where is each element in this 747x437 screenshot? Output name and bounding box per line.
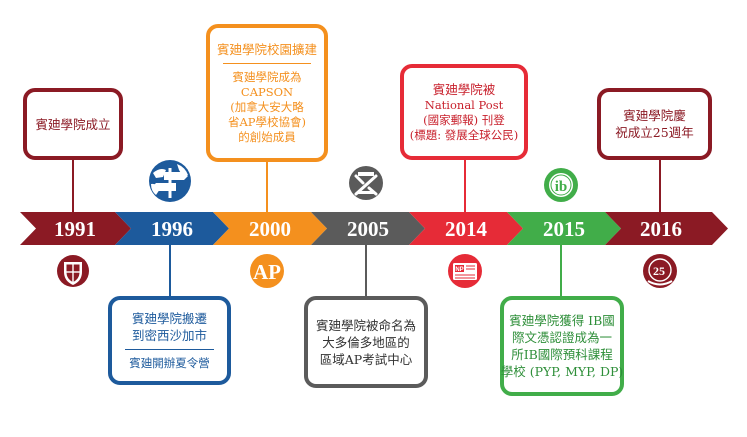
event-1996-box: 賓廸學院搬遷 到密西沙加市 賓廸開辦夏令營 <box>108 296 231 385</box>
svg-text:NP: NP <box>455 267 463 273</box>
event-2000-sub-line4: 省AP學校協會) <box>227 115 307 129</box>
segment-2016 <box>605 212 728 245</box>
event-2015-line4: 學校 (PYP, MYP, DP) <box>500 364 624 379</box>
segment-1996 <box>115 212 229 245</box>
event-1996-title-line1: 賓廸學院搬遷 <box>131 311 207 326</box>
segment-2015 <box>507 212 621 245</box>
event-2000-divider <box>223 63 311 64</box>
event-2016-line1: 賓廸學院慶 <box>623 108 686 123</box>
event-2000-title: 賓廸學院校園擴建 <box>216 42 317 57</box>
year-1991: 1991 <box>54 217 96 241</box>
year-labels: 1991 1996 2000 2005 2014 2015 2016 <box>54 217 682 241</box>
event-2000-sub-line5: 的創始成員 <box>238 130 296 144</box>
ap-logo-icon: AP <box>250 254 284 288</box>
event-2015-line3: 所IB國際預科課程 <box>511 347 613 362</box>
event-2000-sub-line1: 賓廸學院成為 <box>232 70 302 84</box>
event-1991-title: 賓廸學院成立 <box>35 116 111 132</box>
svg-text:ib: ib <box>555 179 568 195</box>
event-2014-line4: (標題: 發展全球公民) <box>409 128 519 142</box>
event-2000-sub-line2: CAPSON <box>240 85 294 99</box>
connectors <box>72 159 661 296</box>
svg-text:AP: AP <box>253 260 281 284</box>
event-2015-box: 賓廸學院獲得 IB國 際文憑認證成為一 所IB國際預科課程 學校 (PYP, M… <box>500 296 624 396</box>
year-2005: 2005 <box>347 217 389 241</box>
ap-exam-center-icon <box>349 166 383 200</box>
event-2014-line2: National Post <box>424 98 504 112</box>
event-2015-line1: 賓廸學院獲得 IB國 <box>509 313 615 328</box>
event-2016-box: 賓廸學院慶 祝成立25週年 <box>597 88 712 160</box>
year-2015: 2015 <box>543 217 585 241</box>
year-2016: 2016 <box>640 217 682 241</box>
year-2000: 2000 <box>249 217 291 241</box>
year-1996: 1996 <box>151 217 193 241</box>
event-1996-title-line2: 到密西沙加市 <box>131 328 207 343</box>
event-2005-box: 賓廸學院被命名為 大多倫多地區的 區域AP考試中心 <box>304 296 428 388</box>
event-1991-box: 賓廸學院成立 <box>23 88 123 160</box>
segment-2005 <box>311 212 425 245</box>
school-crest-icon <box>57 255 89 287</box>
segment-1991 <box>20 212 131 245</box>
year-2014: 2014 <box>445 217 488 241</box>
globe-signpost-icon <box>149 160 191 202</box>
event-2015-line2: 際文憑認證成為一 <box>511 330 612 345</box>
timeline-bar <box>20 212 728 245</box>
np-newspaper-icon: NP <box>448 254 482 288</box>
segment-2014 <box>409 212 523 245</box>
event-2014-box: 賓廸學院被 National Post (國家郵報) 刊登 (標題: 發展全球公… <box>400 64 528 160</box>
event-1996-subtitle: 賓廸開辦夏令營 <box>129 356 210 370</box>
event-2005-line2: 大多倫多地區的 <box>322 334 410 350</box>
event-2005-line3: 區域AP考試中心 <box>319 351 413 367</box>
event-2005-line1: 賓廸學院被命名為 <box>315 317 416 333</box>
event-2014-line1: 賓廸學院被 <box>432 82 496 97</box>
25th-anniversary-icon: 25 <box>643 254 677 288</box>
ib-logo-icon: ib <box>544 168 578 202</box>
event-2016-line2: 祝成立25週年 <box>615 125 694 140</box>
segment-2000 <box>213 212 327 245</box>
event-2000-box: 賓廸學院校園擴建 賓廸學院成為 CAPSON (加拿大安大略 省AP學校協會) … <box>206 24 328 162</box>
event-2014-line3: (國家郵報) 刊登 <box>423 113 505 127</box>
event-1996-divider <box>125 349 214 350</box>
event-2000-sub-line3: (加拿大安大略 <box>230 100 304 114</box>
svg-text:25: 25 <box>653 264 665 278</box>
